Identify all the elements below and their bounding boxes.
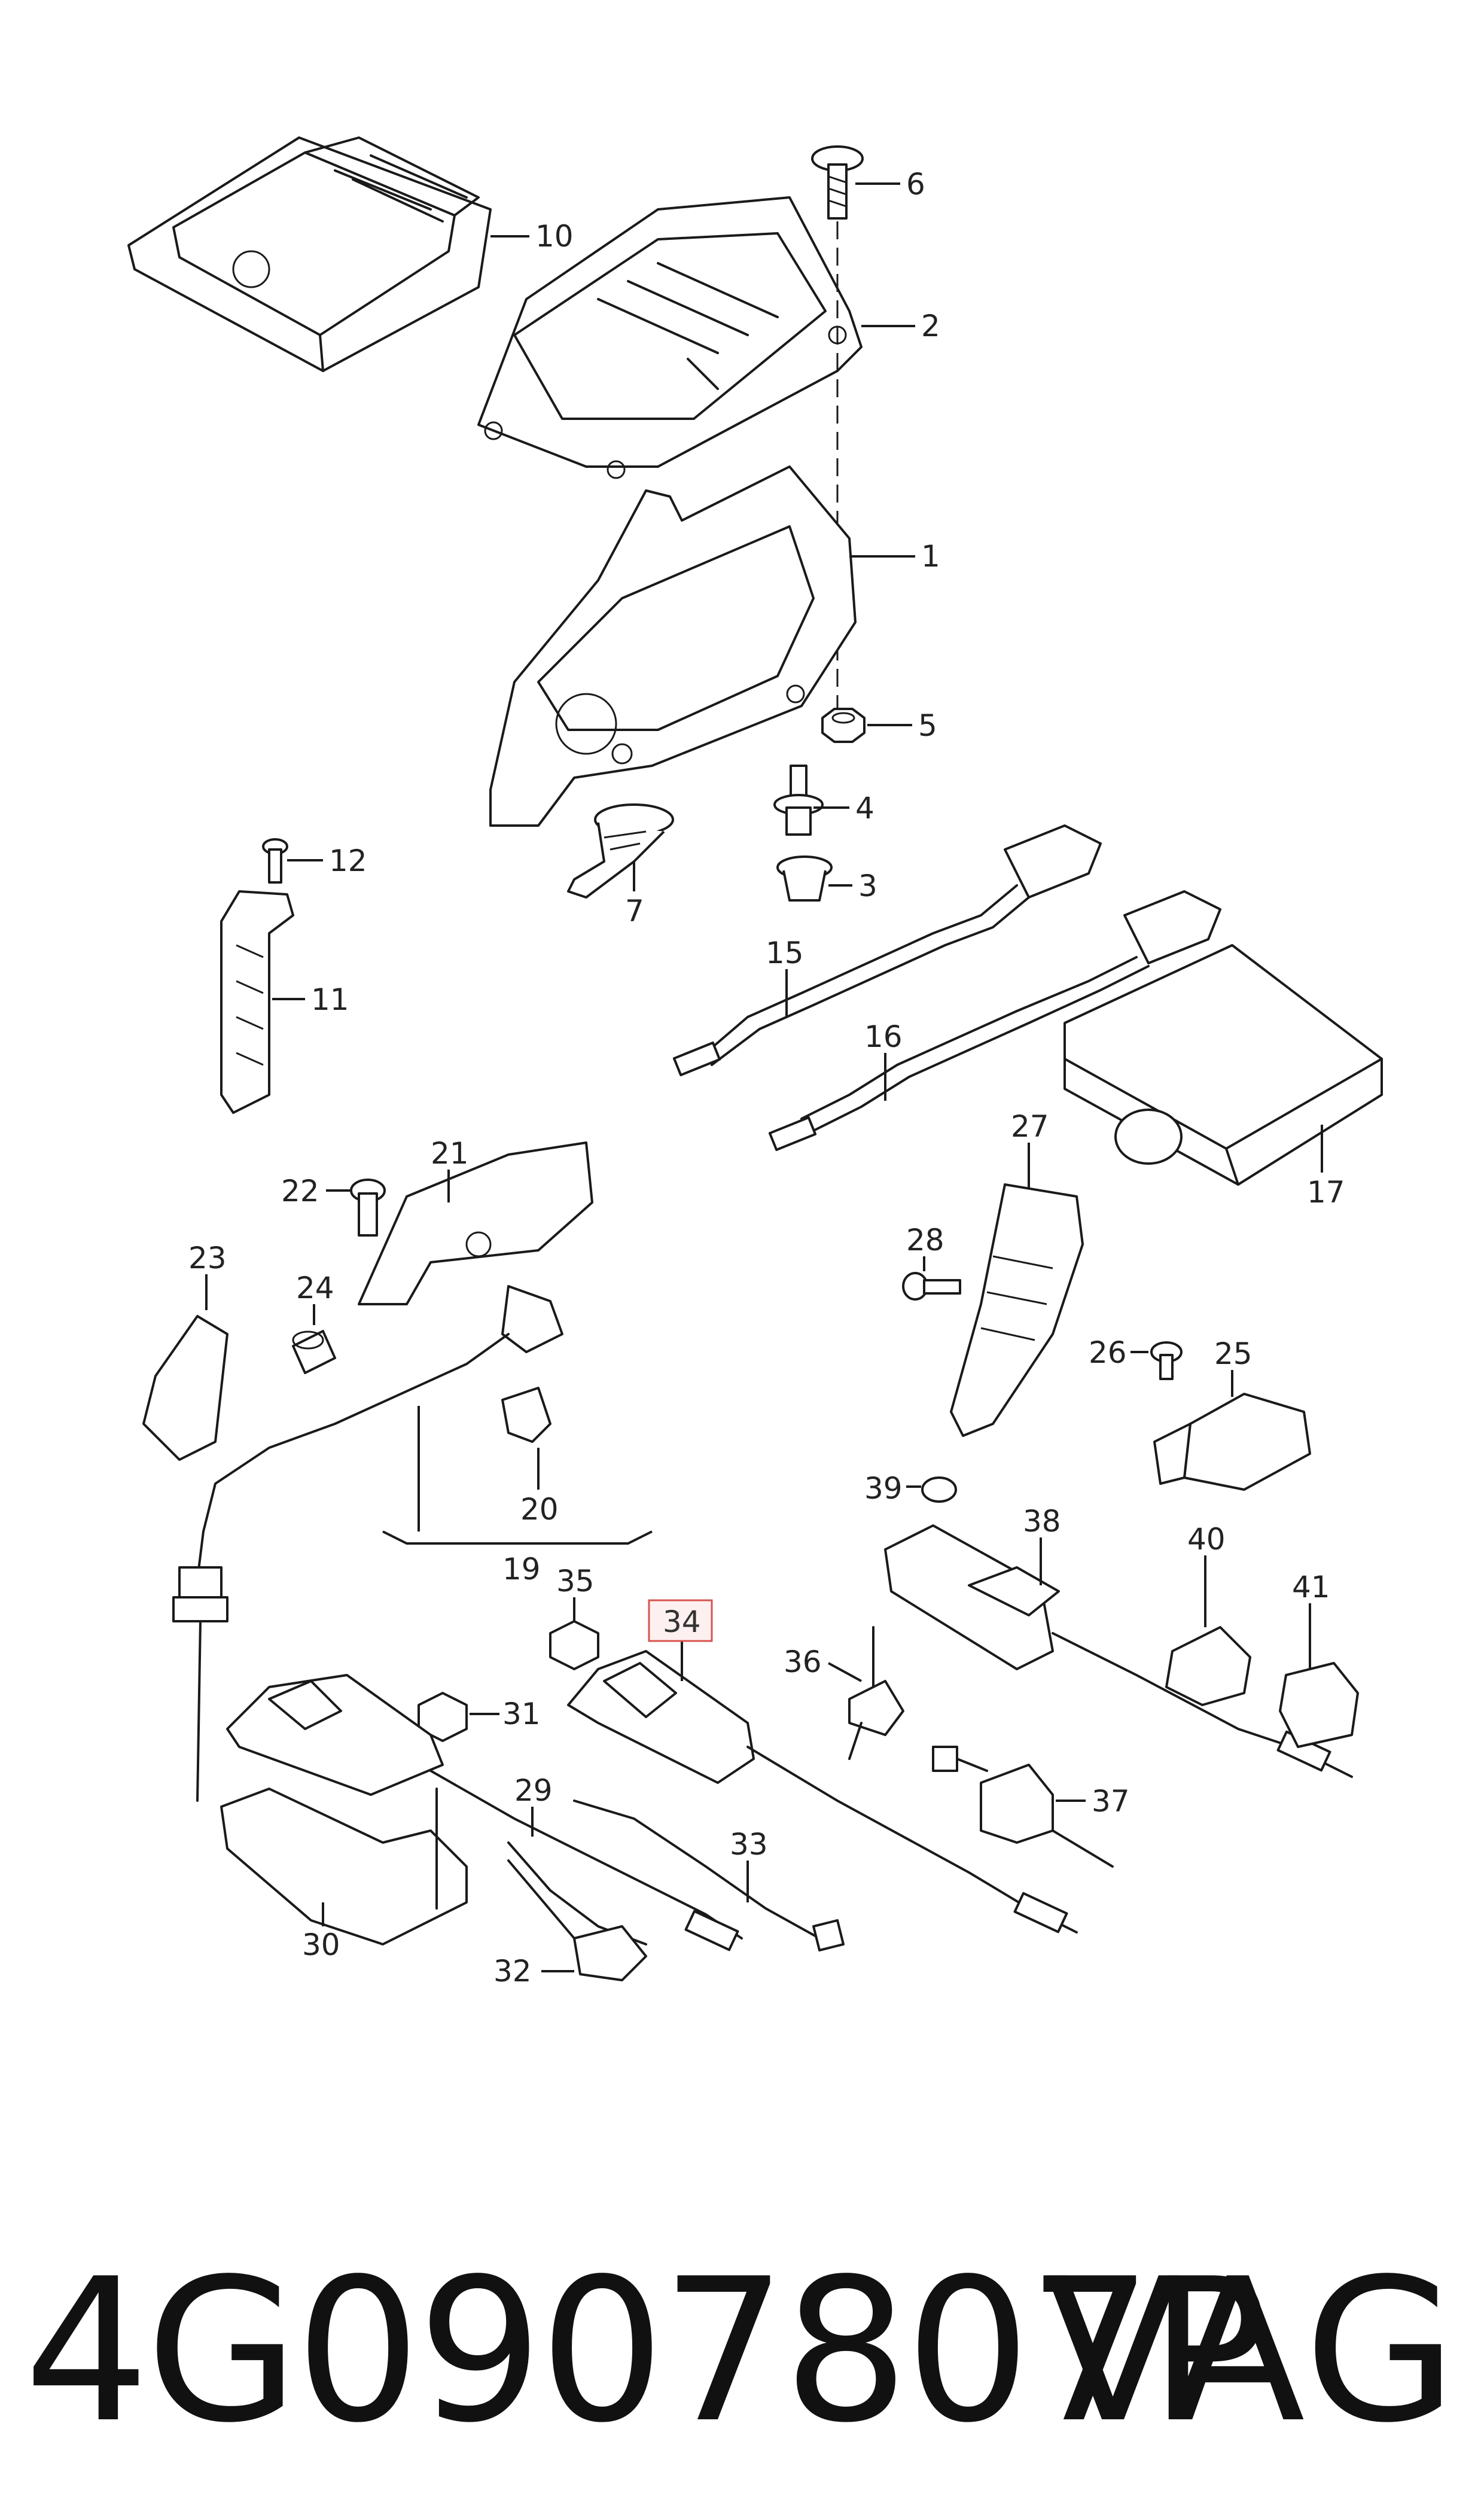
callout-37: 37	[1092, 1784, 1130, 1819]
callout-2: 2	[921, 309, 940, 343]
callout-34-highlight[interactable]: 34	[648, 1599, 713, 1642]
part-21-bracket	[358, 1141, 593, 1305]
callout-labels: 6 10 2 1 5 4 3 7 12 11 15 16 17 21 22 27…	[188, 167, 1345, 1989]
callout-4: 4	[855, 791, 874, 826]
part-26-screw	[1130, 1341, 1183, 1380]
part-1-housing	[489, 465, 915, 827]
callout-34: 34	[663, 1604, 701, 1639]
part-39-nut	[906, 1476, 957, 1503]
callout-32: 32	[493, 1954, 532, 1989]
callout-31: 31	[502, 1697, 541, 1731]
part-23-holder	[142, 1274, 228, 1461]
callout-41: 41	[1292, 1570, 1330, 1604]
part-28-screw	[902, 1256, 961, 1301]
part-24-sleeve	[292, 1304, 336, 1374]
part-15-sensor	[672, 824, 1102, 1077]
part-27-bracket	[950, 1143, 1084, 1437]
part-nox-sensor-lower-left	[226, 1674, 743, 1951]
callout-30: 30	[302, 1928, 340, 1962]
callout-12: 12	[329, 844, 367, 878]
part-16-sensor	[768, 890, 1221, 1152]
callout-6: 6	[906, 167, 925, 202]
callout-24: 24	[296, 1271, 334, 1305]
callout-29: 29	[514, 1773, 553, 1808]
callout-40: 40	[1187, 1522, 1226, 1557]
part-25-pressure-sensor	[1153, 1370, 1311, 1491]
callout-1: 1	[921, 539, 940, 574]
callout-21: 21	[431, 1136, 469, 1171]
part-11-rail	[220, 890, 305, 1114]
part-41-clip	[1279, 1603, 1359, 1748]
part-33-cable-tie	[573, 1800, 845, 1951]
callout-39: 39	[864, 1471, 903, 1506]
callout-22: 22	[281, 1174, 319, 1208]
part-17-module	[1064, 944, 1383, 1186]
callout-36: 36	[784, 1645, 822, 1679]
callout-17: 17	[1307, 1175, 1345, 1210]
callout-28: 28	[906, 1223, 944, 1258]
part-38-nox-sensor	[884, 1524, 1353, 1778]
callout-20: 20	[520, 1492, 559, 1527]
callout-33: 33	[730, 1827, 768, 1862]
part-36-clip	[828, 1626, 904, 1760]
callout-7: 7	[625, 894, 644, 928]
part-32-cable-tie	[507, 1859, 647, 1981]
part-19-temperature-sensor	[172, 1285, 653, 1802]
part-34-nox-sensor	[567, 1639, 1078, 1934]
footer: 4G0907807P VAG	[24, 2237, 1459, 2465]
part-35-nut	[549, 1597, 599, 1670]
callout-27: 27	[1011, 1109, 1049, 1144]
part-5-nut	[821, 708, 912, 743]
part-29-cable-tie	[507, 1807, 647, 1945]
part-40-clip	[1165, 1555, 1251, 1706]
part-3-grommet	[776, 855, 852, 902]
callout-5: 5	[918, 708, 937, 743]
part-20-clip	[501, 1387, 551, 1490]
callout-15: 15	[766, 936, 804, 970]
part-10-control-unit	[127, 136, 529, 372]
callout-38: 38	[1023, 1504, 1061, 1539]
part-2-cover	[477, 196, 915, 479]
part-number: 4G0907807P	[24, 2236, 1268, 2466]
part-4-stud	[773, 765, 849, 836]
callout-11: 11	[311, 982, 349, 1017]
callout-26: 26	[1089, 1335, 1127, 1370]
part-22-screw	[326, 1179, 386, 1237]
callout-3: 3	[858, 869, 877, 903]
callout-23: 23	[188, 1241, 227, 1275]
callout-25: 25	[1214, 1336, 1253, 1371]
part-7-vent	[567, 803, 674, 899]
callout-16: 16	[864, 1019, 903, 1054]
part-30-bracket	[220, 1788, 468, 1945]
part-37-connector	[932, 1746, 1114, 1868]
callout-10: 10	[535, 219, 574, 254]
callout-19: 19	[502, 1552, 541, 1587]
brand-label: VAG	[1045, 2236, 1459, 2466]
part-12-screw	[262, 838, 323, 884]
callout-35: 35	[556, 1564, 595, 1599]
